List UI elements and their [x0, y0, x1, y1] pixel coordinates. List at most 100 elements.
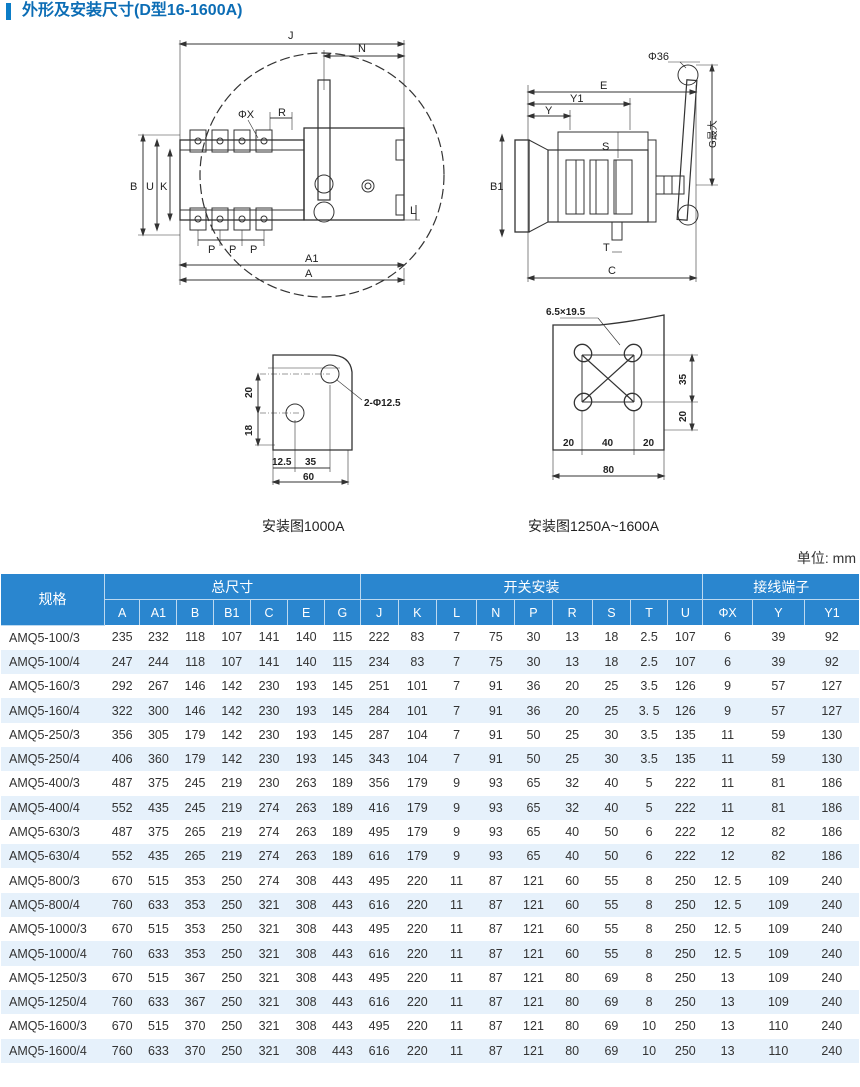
value-cell: 189	[324, 819, 360, 845]
value-cell: 11	[702, 746, 753, 772]
value-cell: 234	[360, 649, 399, 675]
value-cell: 186	[804, 771, 859, 796]
value-cell: 146	[176, 698, 214, 723]
value-cell: 443	[324, 1038, 360, 1063]
value-cell: 7	[436, 746, 477, 772]
value-cell: 305	[139, 722, 177, 747]
value-cell: 13	[552, 649, 593, 675]
value-cell: 12. 5	[702, 917, 753, 942]
value-cell: 250	[667, 868, 703, 893]
value-cell: 8	[630, 941, 668, 966]
label-m2-20b: 20	[643, 438, 655, 449]
value-cell: 230	[250, 771, 288, 796]
label-m2-20a: 20	[563, 438, 575, 449]
model-cell: AMQ5-100/3	[1, 625, 105, 650]
column-header: Y	[751, 599, 805, 625]
value-cell: 495	[360, 868, 399, 893]
value-cell: 40	[592, 795, 631, 820]
label-L: L	[410, 205, 416, 217]
value-cell: 121	[514, 965, 553, 990]
value-cell: 11	[702, 795, 753, 820]
value-cell: 6	[630, 819, 668, 845]
value-cell: 109	[752, 941, 805, 966]
model-cell: AMQ5-160/4	[1, 698, 105, 723]
column-header: C	[249, 599, 288, 625]
value-cell: 81	[752, 795, 805, 820]
value-cell: 235	[104, 625, 140, 650]
value-cell: 370	[176, 1014, 214, 1039]
label-G: G最大	[706, 120, 719, 148]
value-cell: 284	[360, 698, 399, 723]
value-cell: 39	[752, 649, 805, 675]
label-m1-60: 60	[303, 472, 315, 483]
value-cell: 141	[250, 625, 288, 650]
value-cell: 3.5	[630, 722, 668, 747]
value-cell: 8	[630, 965, 668, 990]
group-terminals: 接线端子	[702, 574, 859, 600]
value-cell: 240	[804, 941, 859, 966]
value-cell: 12	[702, 844, 753, 869]
value-cell: 7	[436, 674, 477, 699]
value-cell: 232	[139, 625, 177, 650]
value-cell: 250	[213, 989, 251, 1015]
mount-1250a-drawing	[551, 314, 698, 480]
value-cell: 60	[552, 892, 593, 918]
value-cell: 11	[436, 941, 477, 966]
value-cell: 495	[360, 965, 399, 990]
value-cell: 616	[360, 844, 399, 869]
value-cell: 130	[804, 722, 859, 747]
value-cell: 60	[552, 941, 593, 966]
value-cell: 80	[552, 1038, 593, 1063]
label-P1: P	[208, 244, 215, 256]
value-cell: 145	[324, 698, 360, 723]
value-cell: 6	[702, 625, 753, 650]
label-m1-35: 35	[305, 457, 317, 468]
value-cell: 110	[752, 1038, 805, 1063]
label-B1: B1	[490, 181, 503, 193]
column-header: J	[359, 599, 399, 625]
value-cell: 91	[476, 698, 515, 723]
value-cell: 240	[804, 965, 859, 990]
value-cell: 10	[630, 1038, 668, 1063]
value-cell: 121	[514, 989, 553, 1015]
value-cell: 2.5	[630, 625, 668, 650]
label-m1-20: 20	[244, 386, 255, 398]
value-cell: 633	[139, 941, 177, 966]
value-cell: 515	[139, 1014, 177, 1039]
value-cell: 80	[552, 1014, 593, 1039]
column-header: T	[630, 599, 668, 625]
value-cell: 250	[667, 965, 703, 990]
value-cell: 36	[514, 674, 553, 699]
group-switch-install: 开关安装	[359, 574, 703, 600]
value-cell: 443	[324, 989, 360, 1015]
label-P3: P	[250, 244, 257, 256]
value-cell: 245	[176, 771, 214, 796]
value-cell: 220	[398, 989, 437, 1015]
value-cell: 7	[436, 625, 477, 650]
value-cell: 80	[552, 989, 593, 1015]
value-cell: 250	[667, 917, 703, 942]
value-cell: 20	[552, 674, 593, 699]
caption-mount-1000a: 安装图1000A	[262, 518, 345, 534]
value-cell: 25	[552, 746, 593, 772]
value-cell: 104	[398, 722, 437, 747]
value-cell: 179	[398, 771, 437, 796]
value-cell: 250	[667, 892, 703, 918]
value-cell: 50	[514, 722, 553, 747]
table-group-header-row: 规格 总尺寸 开关安装 接线端子	[1, 574, 859, 626]
label-B: B	[130, 181, 137, 193]
value-cell: 240	[804, 1014, 859, 1039]
value-cell: 220	[398, 941, 437, 966]
value-cell: 13	[552, 625, 593, 650]
value-cell: 104	[398, 746, 437, 772]
value-cell: 80	[552, 965, 593, 990]
model-cell: AMQ5-800/3	[1, 868, 105, 893]
value-cell: 39	[752, 625, 805, 650]
value-cell: 222	[667, 771, 703, 796]
